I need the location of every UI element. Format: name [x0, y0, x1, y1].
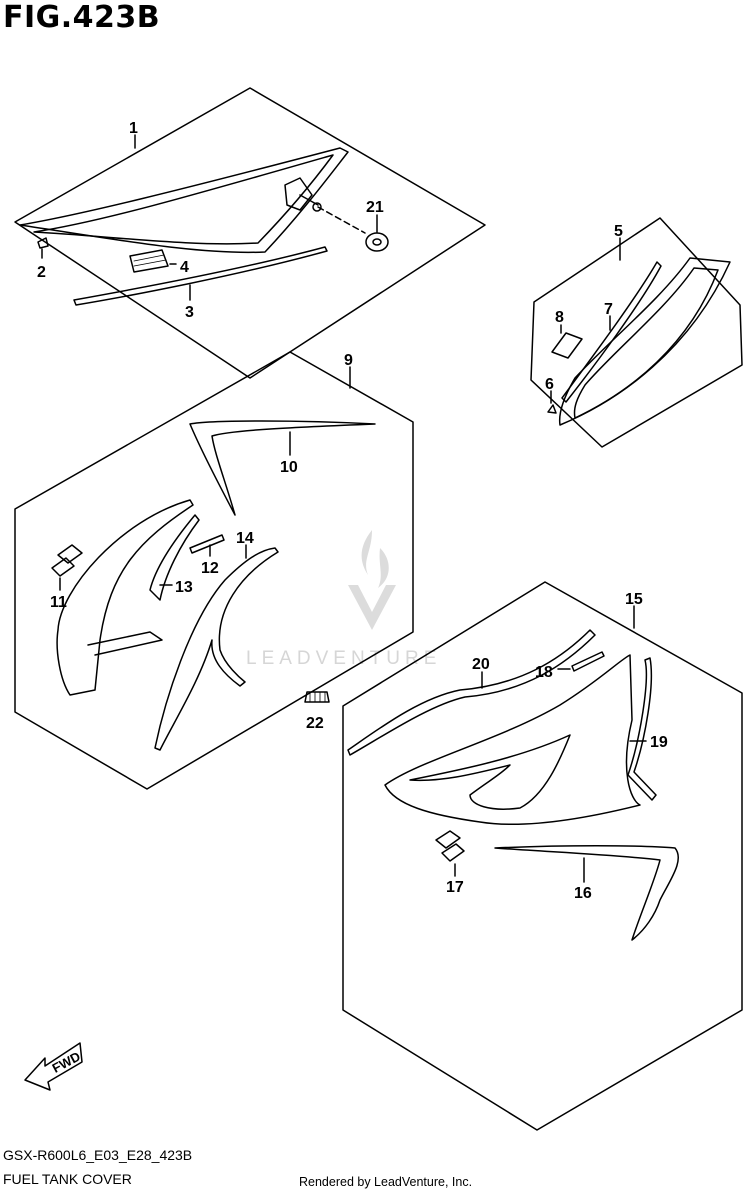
part-2-clip	[37, 237, 49, 249]
part-3-trim	[73, 246, 328, 306]
callout-7: 7	[604, 301, 613, 318]
callout-13: 13	[175, 579, 193, 596]
part-19-trim	[627, 657, 657, 801]
callout-3: 3	[185, 304, 194, 321]
rendered-by: Rendered by LeadVenture, Inc.	[299, 1175, 473, 1189]
group-9-frame	[14, 351, 414, 790]
model-code: GSX-R600L6_E03_E28_423B	[3, 1147, 193, 1163]
callout-5: 5	[614, 223, 623, 240]
callout-17: 17	[446, 879, 464, 896]
watermark-text: LEADVENTURE	[246, 648, 441, 669]
watermark: LEADVENTURE	[246, 530, 441, 669]
part-20-trim	[347, 629, 596, 756]
callout-9: 9	[344, 352, 353, 369]
leader-21-dashed	[317, 206, 366, 234]
part-17-emblem	[435, 830, 465, 862]
part-13-side-cover	[56, 499, 200, 696]
part-14-trim	[154, 547, 279, 751]
callout-22: 22	[306, 715, 324, 732]
group-1-frame	[14, 87, 486, 379]
part-5-side-panel	[558, 257, 731, 426]
section-name: FUEL TANK COVER	[3, 1171, 132, 1187]
part-16-stripe	[494, 845, 680, 941]
part-12-strip	[189, 534, 225, 554]
callout-2: 2	[37, 264, 46, 281]
callout-19: 19	[650, 734, 668, 751]
callout-18: 18	[535, 664, 553, 681]
callout-14: 14	[236, 530, 254, 547]
fwd-arrow-icon: FWD	[24, 1042, 83, 1091]
callout-6: 6	[545, 376, 554, 393]
callout-12: 12	[201, 560, 219, 577]
callout-10: 10	[280, 459, 298, 476]
part-10-stripe	[189, 420, 376, 516]
callout-8: 8	[555, 309, 564, 326]
callout-16: 16	[574, 885, 592, 902]
figure-title: FIG.423B	[3, 0, 161, 35]
callout-21: 21	[366, 199, 384, 216]
part-11-emblem	[51, 544, 83, 577]
watermark-flame-icon	[361, 530, 389, 588]
part-1-tank-cover	[19, 147, 349, 254]
part-15-side-cover	[384, 654, 641, 825]
part-22-grommet	[304, 691, 330, 703]
part-8-sticker	[551, 332, 583, 359]
callout-15: 15	[625, 591, 643, 608]
part-7-strip	[561, 261, 662, 403]
part-21-grommet	[365, 232, 389, 252]
group-5-frame	[530, 217, 743, 448]
callout-11: 11	[50, 594, 67, 611]
part-4-pad	[129, 249, 169, 273]
watermark-v-logo-icon	[348, 585, 396, 630]
part-18-strip	[571, 651, 605, 672]
callout-20: 20	[472, 656, 490, 673]
group-15-frame	[342, 581, 743, 1131]
callout-1: 1	[129, 120, 138, 137]
part-6-clip	[547, 404, 557, 414]
callout-4: 4	[180, 259, 189, 276]
